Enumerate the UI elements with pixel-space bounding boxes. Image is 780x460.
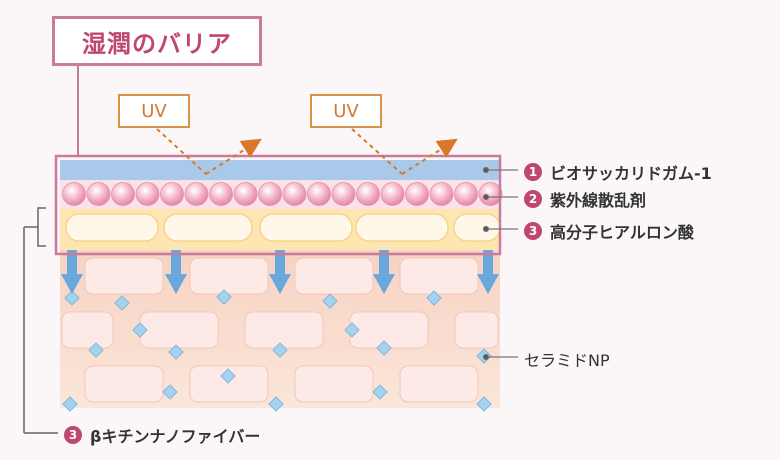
skin-cell [294, 365, 374, 403]
ceramide-diamond [168, 344, 184, 360]
hyaluronic-capsules [65, 213, 501, 242]
uv-scatter-sphere [331, 182, 356, 206]
uv-scatter-sphere [160, 182, 184, 206]
ceramide-diamond [272, 342, 288, 358]
skin-cell [189, 365, 269, 403]
layer-1-label: 1 ビオサッカリドガム-1 [524, 160, 712, 184]
down-arrow-head [165, 274, 187, 294]
ceramide-diamond [220, 368, 236, 384]
skin-cell [399, 365, 479, 403]
skin-cell [84, 365, 164, 403]
uv-scatter-sphere [111, 182, 135, 206]
skin-cell [189, 257, 269, 295]
skin-cell [61, 311, 114, 349]
hyaluronic-capsule [259, 213, 353, 242]
ceramide-diamond [114, 295, 130, 311]
barrier-frame [54, 154, 502, 256]
ceramide-diamond [162, 384, 178, 400]
layer-3-number-badge: 3 [524, 222, 542, 240]
ceramide-diamond [88, 342, 104, 358]
ceramide-diamond [426, 290, 442, 306]
ceramide-diamond [372, 384, 388, 400]
skin-cell [84, 257, 164, 295]
ceramide-diamond [64, 290, 80, 306]
uv-label-left: UV [118, 94, 190, 128]
uv-scatter-sphere [86, 182, 111, 206]
uv-scatter-sphere [62, 182, 86, 206]
uv-rays-right [351, 128, 458, 175]
hyaluronic-capsule [163, 213, 253, 242]
ceramide-text: セラミドNP [524, 351, 610, 370]
skin-cell [294, 257, 374, 295]
layer-3-text: 高分子ヒアルロン酸 [550, 223, 694, 242]
label-leaders [482, 166, 518, 361]
down-arrow-head [477, 274, 499, 294]
layer-1-number-badge: 1 [524, 163, 542, 181]
biosaccharide-layer [60, 160, 500, 180]
hyaluronic-capsule [65, 213, 159, 242]
page-title: 湿潤のバリア [52, 16, 262, 66]
uv-scatter-sphere [478, 182, 503, 206]
uv-rays-left [156, 128, 262, 175]
ceramide-diamond [322, 293, 338, 309]
skin-cell [139, 311, 219, 349]
uv-scatter-sphere [258, 182, 282, 206]
uv-scatter-sphere [307, 182, 331, 206]
uv-scatter-sphere [135, 182, 160, 206]
down-arrow-shaft [67, 250, 77, 276]
fiber-number-badge: 3 [64, 426, 82, 444]
uv-scatter-sphere [209, 182, 233, 206]
ceramide-diamond [132, 322, 148, 338]
uv-scatter-sphere [429, 182, 454, 206]
ceramide-diamond [376, 340, 392, 356]
ceramide-label: セラミドNP [524, 347, 610, 371]
down-arrow-head [373, 274, 395, 294]
uv-scatter-sphere [380, 182, 405, 206]
down-arrow-shaft [275, 250, 285, 276]
uv-scatter-sphere [282, 182, 307, 206]
hyaluronic-capsule [453, 213, 501, 242]
down-arrow-shaft [171, 250, 181, 276]
uv-label-right: UV [310, 94, 382, 128]
hyaluronic-capsule [355, 213, 449, 242]
uv-scatter-sphere [233, 182, 258, 206]
down-arrow-head [61, 274, 83, 294]
down-arrow-head [269, 274, 291, 294]
ceramide-diamond [216, 289, 232, 305]
skin-cell [454, 311, 499, 349]
uv-scatter-spheres [62, 182, 503, 206]
uv-scatter-sphere [356, 182, 380, 206]
layer-3-label: 3 高分子ヒアルロン酸 [524, 219, 694, 243]
fiber-bracket [23, 207, 58, 434]
skin-cell [399, 257, 479, 295]
skin-cell [349, 311, 429, 349]
layer-2-label: 2 紫外線散乱剤 [524, 187, 646, 211]
skin-cell [244, 311, 324, 349]
down-arrow-shaft [379, 250, 389, 276]
fiber-label: 3 βキチンナノファイバー [64, 423, 260, 447]
uv-scatter-sphere [405, 182, 429, 206]
layer-2-text: 紫外線散乱剤 [550, 191, 647, 210]
ceramide-particles [62, 289, 492, 412]
ceramide-diamond [476, 396, 492, 412]
layer-1-text: ビオサッカリドガム-1 [550, 164, 712, 183]
ceramide-diamond [344, 322, 360, 338]
uv-scatter-sphere [454, 182, 478, 206]
skin-cells [61, 257, 499, 403]
ceramide-diamond [268, 396, 284, 412]
uv-scatter-sphere [184, 182, 209, 206]
penetration-arrows [61, 250, 499, 294]
down-arrow-shaft [483, 250, 493, 276]
layer-2-number-badge: 2 [524, 190, 542, 208]
ceramide-diamond [62, 396, 78, 412]
fiber-text: βキチンナノファイバー [90, 427, 261, 446]
